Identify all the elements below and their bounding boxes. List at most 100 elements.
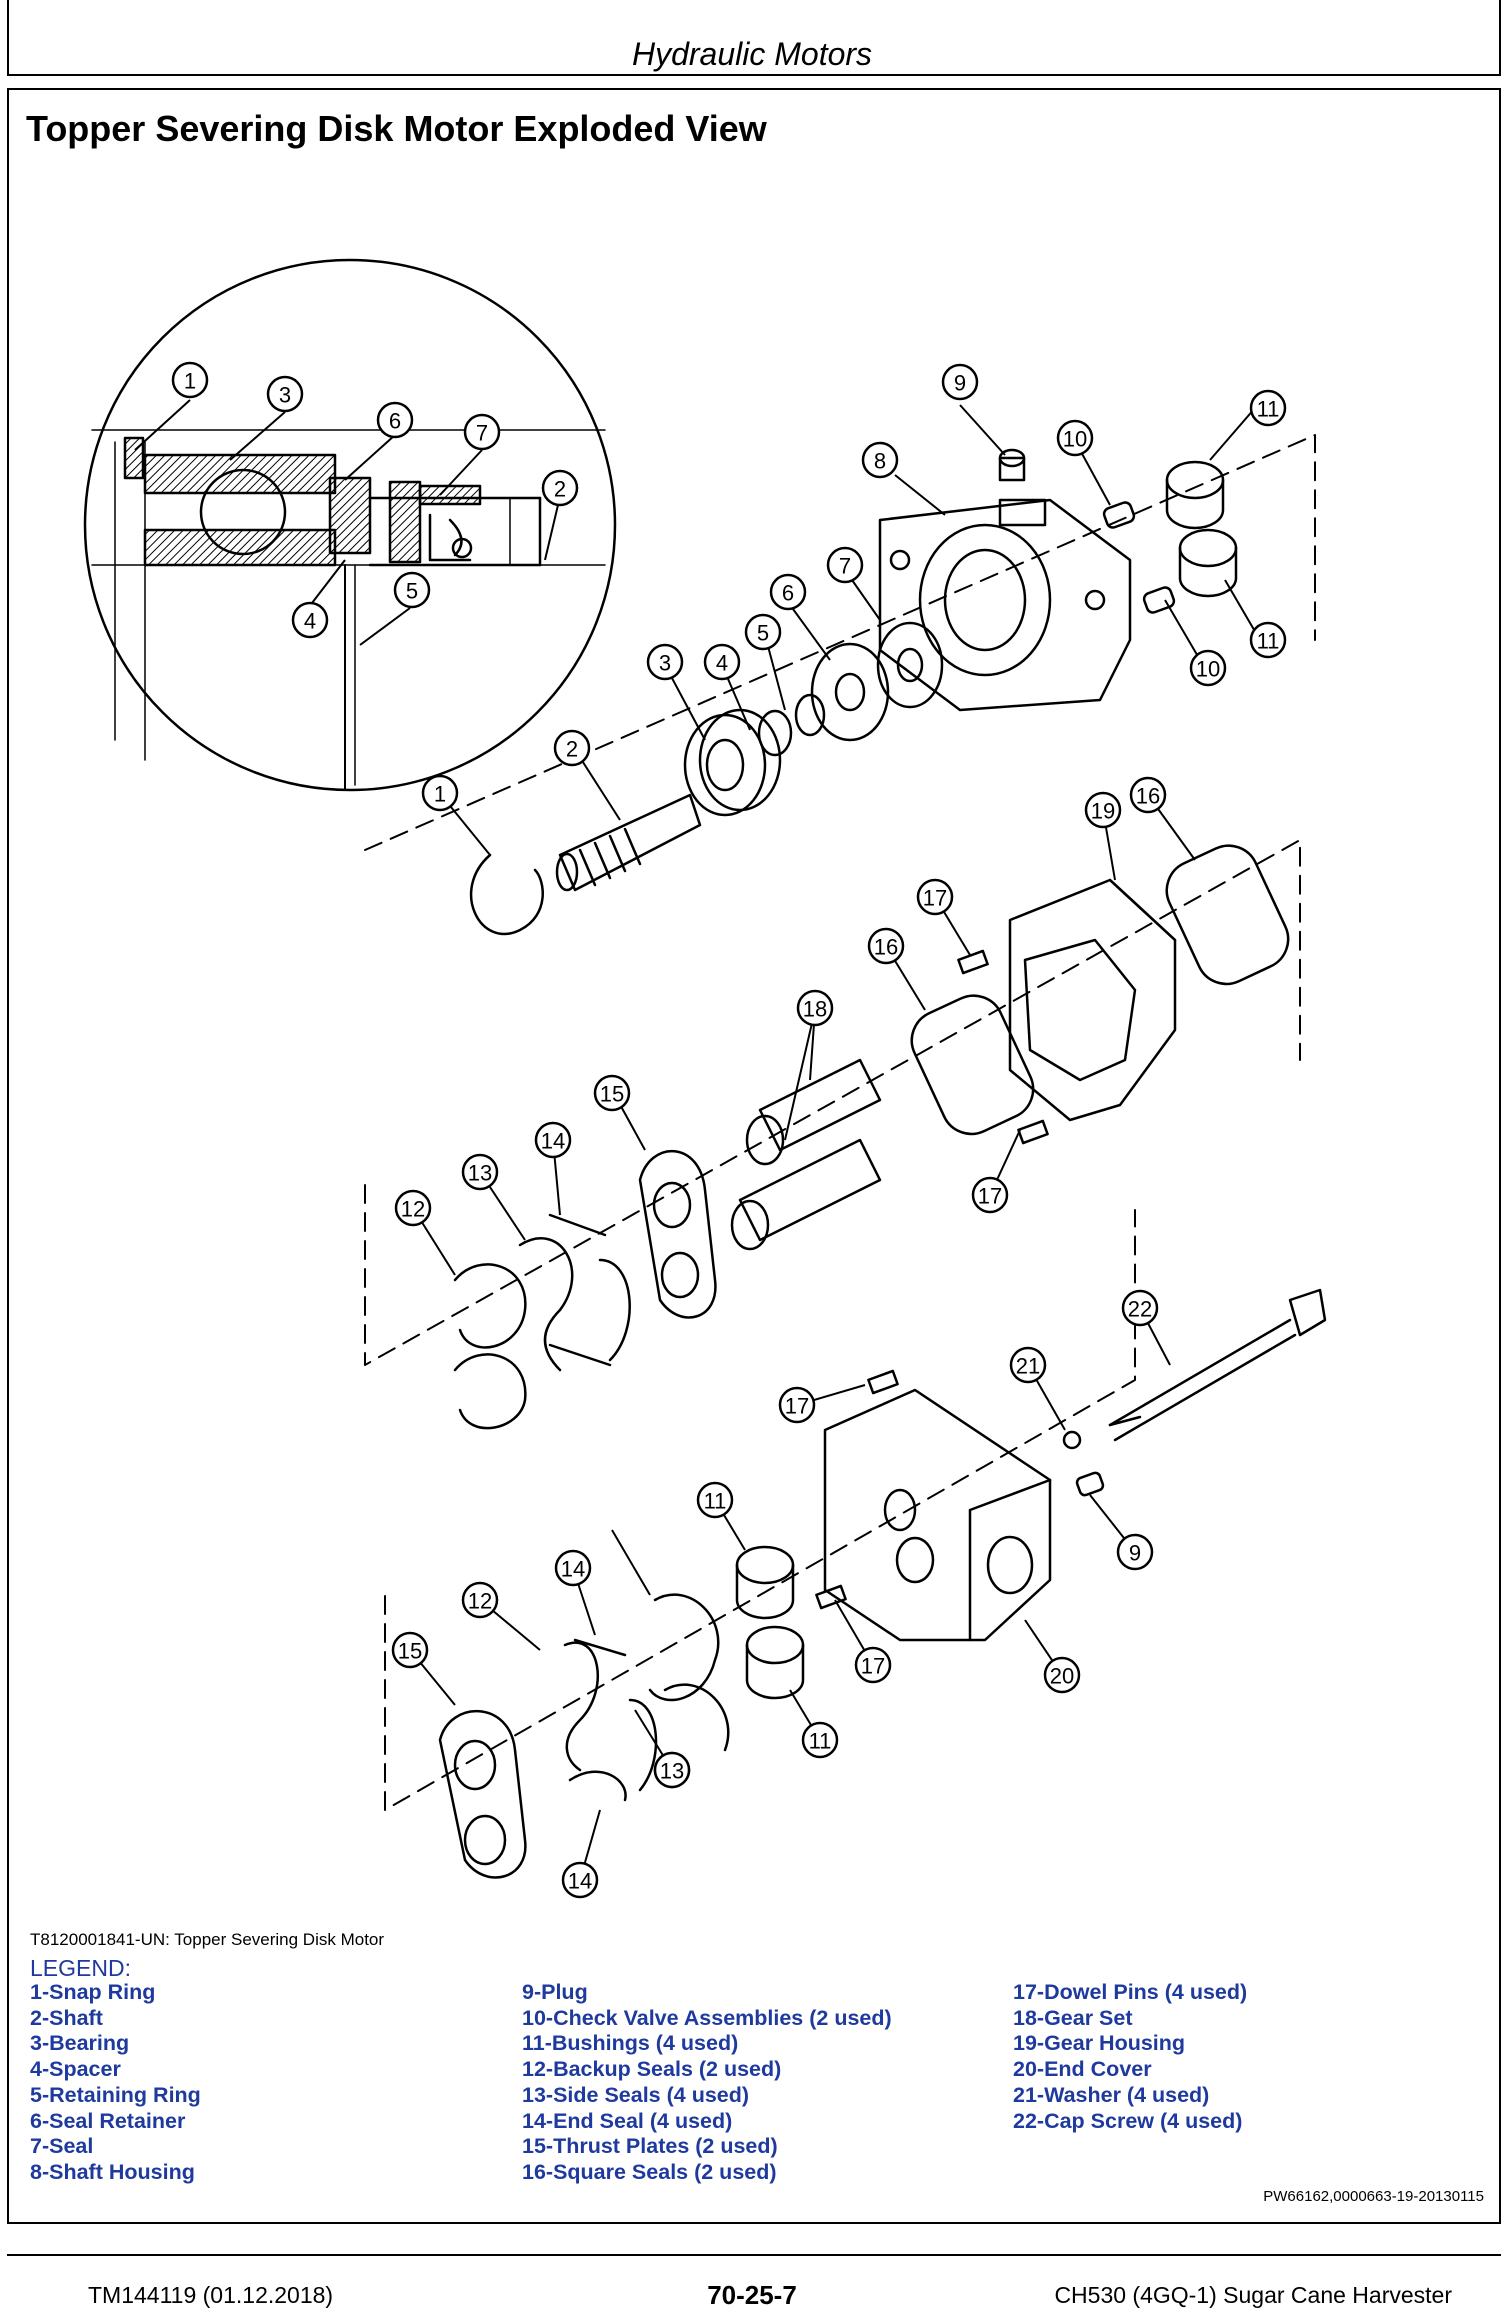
callout-label: 16: [1136, 784, 1160, 809]
legend-item: 10-Check Valve Assemblies (2 used): [522, 2005, 892, 2030]
callout-circle: [266, 375, 304, 413]
callout-circle: [553, 729, 591, 767]
legend-column-2: 9-Plug 10-Check Valve Assemblies (2 used…: [522, 1980, 892, 2186]
callout-circle: [394, 1189, 432, 1227]
seal-group: [453, 1213, 631, 1430]
callout-circle: [554, 1549, 592, 1587]
gear-housing: [1008, 878, 1177, 1122]
callout-label: 14: [541, 1129, 565, 1154]
callout-label: 9: [1129, 1541, 1141, 1566]
legend-item: 1-Snap Ring: [30, 1980, 156, 2004]
end-cover: [823, 1388, 1052, 1642]
callout-label: 2: [566, 737, 578, 762]
callout-circle: [778, 1386, 816, 1424]
callout-18: 18: [796, 989, 834, 1027]
callout-10: 10: [1189, 649, 1227, 687]
callout-label: 6: [782, 581, 794, 606]
callout-17: 17: [916, 878, 954, 916]
callout-circle: [171, 361, 209, 399]
callout-label: 10: [1063, 427, 1087, 452]
callout-circle: [854, 1646, 892, 1684]
legend-item: 9-Plug: [522, 1980, 588, 2004]
callout-label: 15: [600, 1082, 624, 1107]
legend-item: 20-End Cover: [1013, 2057, 1152, 2082]
callout-label: 9: [954, 371, 966, 396]
callout-12: 12: [461, 1581, 499, 1619]
callout-16: 16: [1129, 776, 1167, 814]
callout-label: 14: [561, 1557, 585, 1582]
bushing: [735, 1545, 805, 1700]
legend-item: 2-Shaft: [30, 2005, 103, 2030]
callout-circle: [461, 1581, 499, 1619]
legend-item: 13-Side Seals (4 used): [522, 2082, 750, 2107]
legend-item: 18-Gear Set: [1013, 2005, 1133, 2030]
callout-label: 17: [923, 886, 947, 911]
callout-label: 4: [304, 609, 316, 634]
callout-circle: [376, 401, 414, 439]
callout-label: 11: [1257, 629, 1280, 654]
callout-21: 21: [1009, 1346, 1047, 1384]
callout-label: 6: [389, 409, 401, 434]
callout-15: 15: [391, 1631, 429, 1669]
callout-circle: [463, 413, 501, 451]
callout-circle: [1249, 389, 1287, 427]
callout-label: 1: [184, 369, 196, 394]
figure-caption: T8120001841-UN: Topper Severing Disk Mot…: [30, 1930, 385, 1949]
callout-circle: [696, 1481, 734, 1519]
callout-label: 17: [861, 1654, 885, 1679]
legend-item: 6-Seal Retainer: [30, 2108, 186, 2133]
legend-item: 12-Backup Seals (2 used): [522, 2057, 782, 2082]
callout-circle: [861, 441, 899, 479]
callout-label: 11: [1257, 397, 1280, 422]
callout-label: 10: [1196, 657, 1220, 682]
legend-item: 8-Shaft Housing: [30, 2159, 195, 2184]
callout-label: 22: [1128, 1297, 1152, 1322]
callout-10: 10: [1056, 419, 1094, 457]
callout-20: 20: [1043, 1656, 1081, 1694]
callout-7: 7: [463, 413, 501, 451]
callout-9: 9: [941, 363, 979, 401]
callout-label: 3: [659, 651, 671, 676]
callout-label: 21: [1016, 1354, 1040, 1379]
callout-6: 6: [376, 401, 414, 439]
callout-circle: [561, 1861, 599, 1899]
callout-circle: [1121, 1289, 1159, 1327]
callout-2: 2: [553, 729, 591, 767]
callout-17: 17: [854, 1646, 892, 1684]
thrust-plate: [438, 1709, 527, 1879]
callout-circle: [461, 1153, 499, 1191]
legend-item: 7-Seal: [30, 2134, 94, 2159]
callout-circle: [971, 1176, 1009, 1214]
callout-label: 13: [660, 1759, 684, 1784]
callout-17: 17: [778, 1386, 816, 1424]
callout-14: 14: [561, 1861, 599, 1899]
legend-title: LEGEND:: [30, 1955, 131, 1981]
legend-item: 19-Gear Housing: [1013, 2031, 1186, 2056]
callout-4: 4: [291, 601, 329, 639]
footer-page-number: 70-25-7: [707, 2280, 797, 2310]
callout-label: 7: [476, 421, 488, 446]
legend-item: 22-Cap Screw (4 used): [1013, 2108, 1243, 2133]
callout-label: 19: [1091, 799, 1115, 824]
callout-circle: [653, 1751, 691, 1789]
callout-circle: [534, 1121, 572, 1159]
callout-label: 5: [406, 579, 418, 604]
snap-ring: [469, 853, 544, 936]
callout-label: 20: [1050, 1664, 1074, 1689]
legend-item: 3-Bearing: [30, 2031, 130, 2056]
callout-label: 3: [279, 383, 291, 408]
callout-circle: [744, 613, 782, 651]
legend-item: 14-End Seal (4 used): [522, 2108, 733, 2133]
thrust-plate: [638, 1150, 717, 1319]
callout-label: 4: [716, 651, 728, 676]
detail-cutaway: [83, 258, 617, 792]
callout-14: 14: [534, 1121, 572, 1159]
content-frame: [7, 88, 1501, 2224]
plug: [1075, 1471, 1105, 1497]
callout-label: 12: [401, 1197, 425, 1222]
assembly-boundaries: [364, 434, 1316, 1811]
washer: [1062, 1430, 1082, 1450]
legend-item: 11-Bushings (4 used): [522, 2031, 739, 2056]
callout-16: 16: [867, 927, 905, 965]
